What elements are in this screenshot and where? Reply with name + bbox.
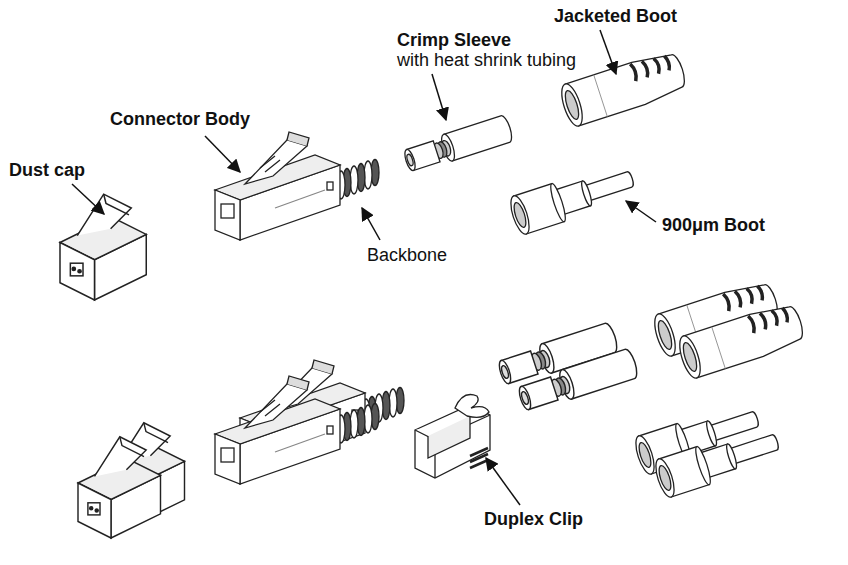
part-label: Crimp Sleeve <box>397 30 511 50</box>
leader-arrow <box>600 30 616 74</box>
crimp-sleeve-drawing <box>402 114 514 174</box>
leader-arrow <box>72 184 104 214</box>
boot-drawing <box>652 423 783 500</box>
duplex-clip-drawing <box>415 395 490 479</box>
jacketed-boot-drawing <box>676 300 808 380</box>
leader-arrow <box>432 74 446 120</box>
leader-arrow <box>205 136 240 172</box>
leader-arrows <box>72 30 656 505</box>
boot-drawing <box>507 160 638 237</box>
part-label: Dust cap <box>9 160 85 180</box>
part-label: with heat shrink tubing <box>397 50 576 70</box>
dust-cap-drawing <box>78 437 161 538</box>
jacketed-boot-drawing <box>558 48 690 128</box>
part-label: Connector Body <box>110 109 250 129</box>
part-label: Backbone <box>367 245 447 265</box>
duplex-connector-parts <box>78 278 807 538</box>
single-connector-parts <box>60 48 689 300</box>
leader-arrow <box>362 208 380 240</box>
connector-body-drawing <box>215 132 379 240</box>
crimp-sleeve-drawing <box>516 348 640 414</box>
part-label: Jacketed Boot <box>554 6 677 26</box>
part-label: Duplex Clip <box>484 509 583 529</box>
part-label: 900μm Boot <box>662 215 765 235</box>
leader-arrow <box>486 458 520 505</box>
connector-body-drawing <box>215 376 379 484</box>
dust-cap-drawing <box>60 194 146 300</box>
leader-arrow <box>626 201 656 222</box>
